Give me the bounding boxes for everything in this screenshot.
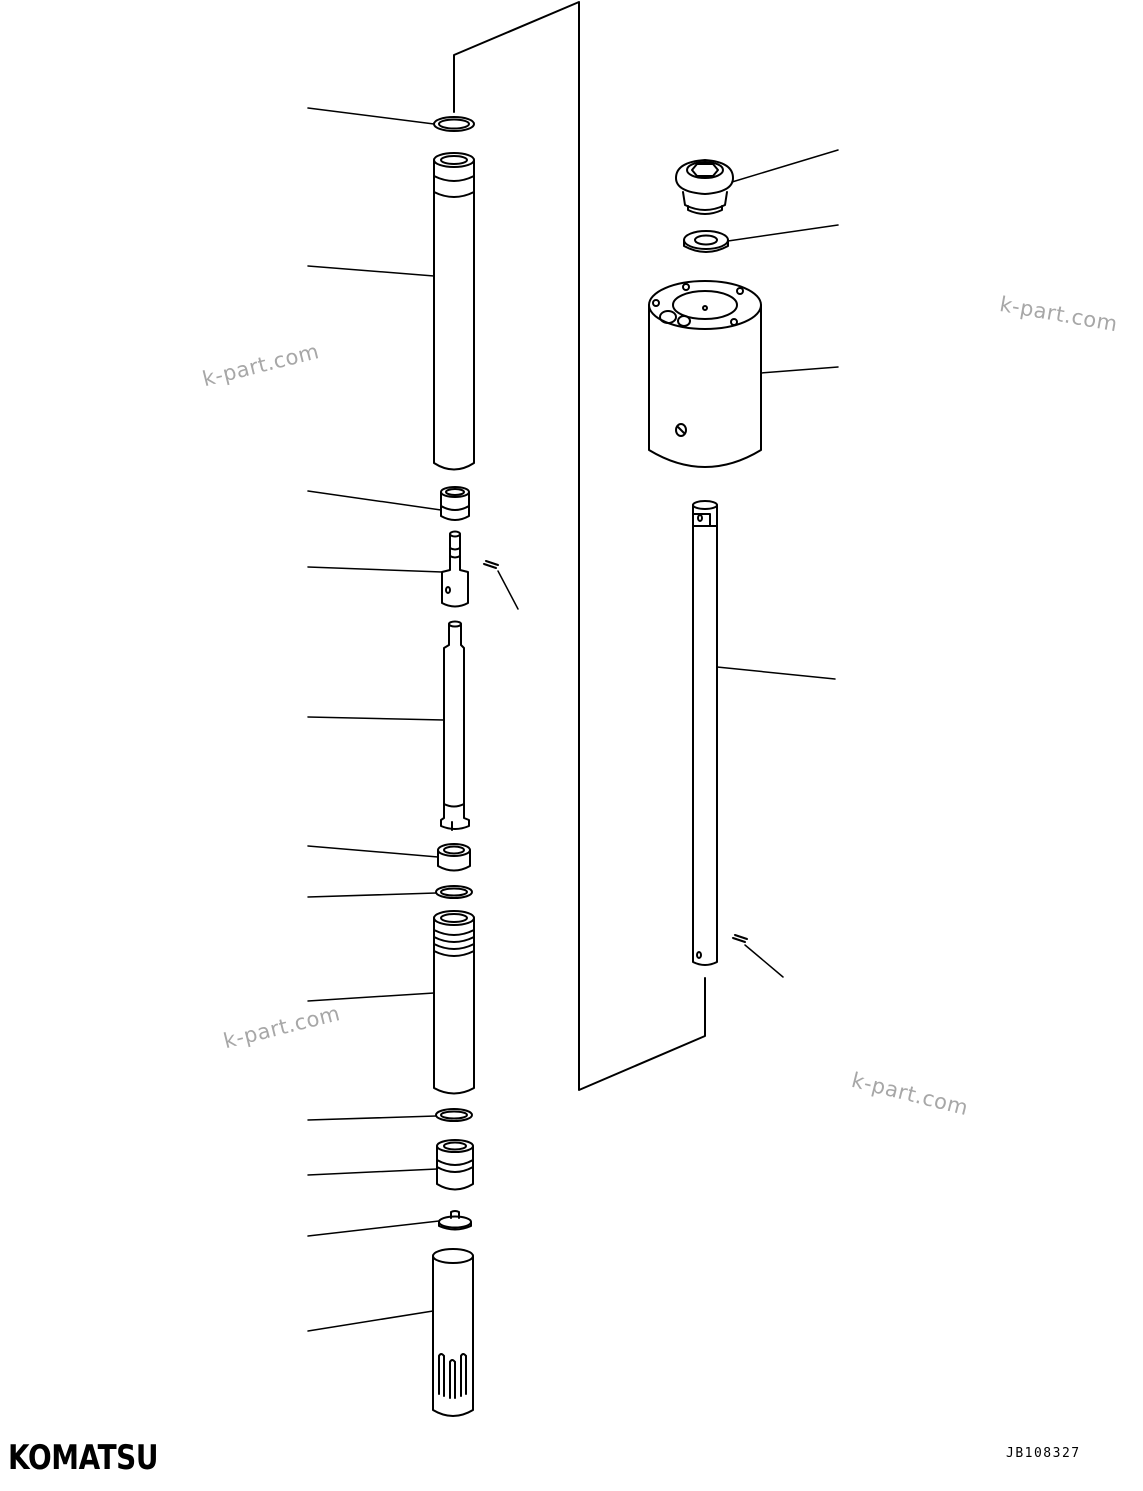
part-valve-body[interactable]	[648, 280, 762, 468]
leader-lines-right	[716, 149, 839, 978]
part-small-bushing[interactable]	[440, 486, 470, 521]
assembly-connector-line	[453, 1, 706, 1091]
drawing-number: JB108327	[1006, 1446, 1081, 1461]
part-strainer[interactable]	[432, 1248, 474, 1417]
part-upper-tube[interactable]	[433, 152, 475, 471]
part-o-ring-middle[interactable]	[435, 885, 473, 899]
part-collar[interactable]	[437, 843, 471, 872]
part-long-rod[interactable]	[692, 500, 718, 966]
part-pin-right[interactable]	[732, 934, 748, 943]
part-washer[interactable]	[683, 230, 729, 253]
part-lower-tube[interactable]	[433, 910, 475, 1095]
part-cap-nut[interactable]	[675, 159, 734, 215]
part-valve-spool[interactable]	[441, 530, 469, 608]
part-plug[interactable]	[436, 1139, 474, 1191]
part-long-shaft[interactable]	[440, 620, 470, 831]
part-pin-left[interactable]	[483, 560, 499, 569]
leader-lines-left	[307, 107, 519, 1332]
komatsu-logo: KOMATSU	[8, 1438, 159, 1478]
part-o-ring-lower[interactable]	[435, 1108, 473, 1122]
part-o-ring-top[interactable]	[433, 116, 475, 132]
part-disc-valve[interactable]	[438, 1210, 472, 1231]
